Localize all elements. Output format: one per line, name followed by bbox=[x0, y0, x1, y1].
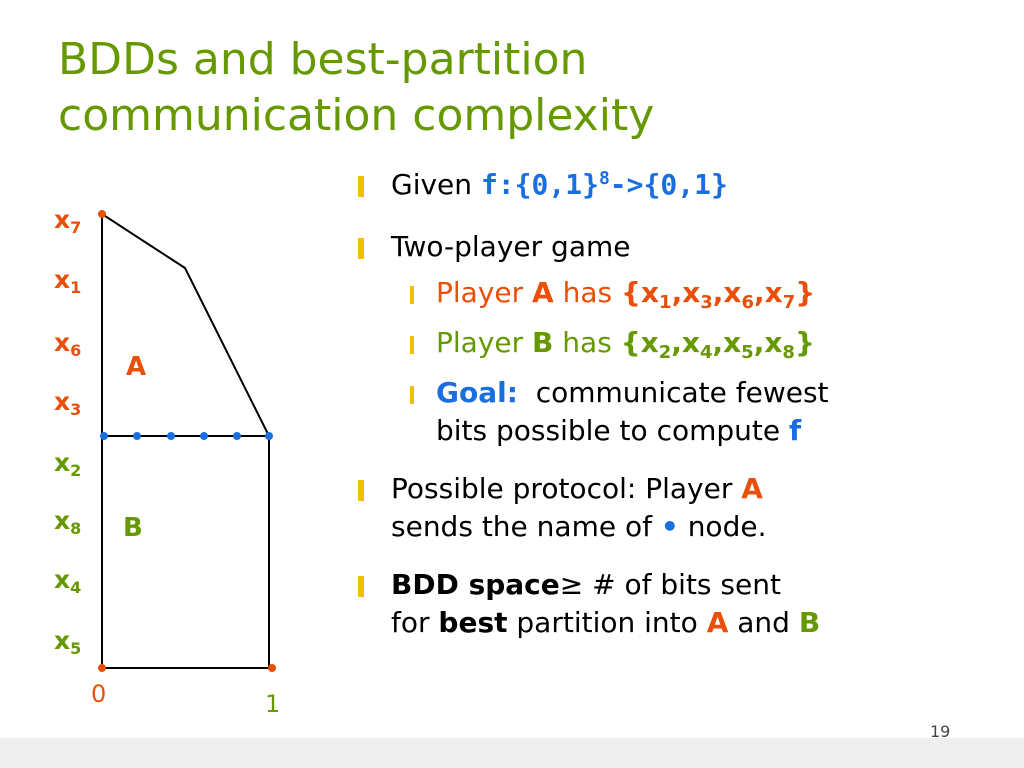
var-label: x7 bbox=[54, 205, 82, 238]
title-line-1: BDDs and best-partition bbox=[58, 34, 588, 85]
var-label: x5 bbox=[54, 626, 82, 659]
bullet-two-player: Two-player game bbox=[354, 228, 994, 266]
var-label: x3 bbox=[54, 387, 82, 420]
bullet-marker-icon bbox=[358, 480, 364, 501]
region-b-label: B bbox=[123, 513, 143, 543]
bullet-bdd-space: BDD space≥ # of bits sent for best parti… bbox=[354, 566, 994, 642]
bullet-player-a: Player A has {x1,x3,x6,x7} bbox=[354, 274, 994, 316]
partition-node bbox=[265, 432, 273, 440]
page-number: 19 bbox=[930, 722, 951, 741]
partition-node bbox=[200, 432, 208, 440]
bdd-outline-upper bbox=[101, 213, 270, 437]
bullet-marker-icon bbox=[358, 238, 364, 259]
bullet-list: Given f:{0,1}8->{0,1} Two-player game Pl… bbox=[354, 166, 994, 662]
bullet-marker-icon bbox=[358, 576, 364, 597]
bullet-marker-icon bbox=[410, 386, 414, 404]
bullet-protocol: Possible protocol: Player A sends the na… bbox=[354, 470, 994, 546]
var-label: x2 bbox=[54, 448, 82, 481]
player-b-vars: {x2,x4,x5,x8} bbox=[620, 326, 815, 363]
region-a-label: A bbox=[126, 352, 147, 382]
partition-node bbox=[233, 432, 241, 440]
bullet-marker-icon bbox=[410, 286, 414, 304]
function-signature: f:{0,1}8->{0,1} bbox=[480, 168, 728, 201]
terminal-node-0 bbox=[98, 664, 106, 672]
var-label: x8 bbox=[54, 506, 82, 539]
bullet-marker-icon bbox=[358, 176, 364, 197]
bullet-player-b: Player B has {x2,x4,x5,x8} bbox=[354, 324, 994, 366]
terminal-1-label: 1 bbox=[265, 690, 281, 718]
top-node bbox=[98, 210, 106, 218]
bullet-goal: Goal: communicate fewest bits possible t… bbox=[354, 374, 994, 450]
bullet-text: Two-player game bbox=[391, 230, 631, 263]
bdd-graph bbox=[98, 210, 276, 672]
var-label: x4 bbox=[54, 565, 82, 598]
blue-dot-icon: • bbox=[660, 510, 679, 543]
player-a-vars: {x1,x3,x6,x7} bbox=[621, 276, 816, 313]
partition-node bbox=[133, 432, 141, 440]
partition-node bbox=[167, 432, 175, 440]
title-line-2: communication complexity bbox=[58, 90, 655, 141]
bullet-given: Given f:{0,1}8->{0,1} bbox=[354, 166, 994, 208]
bullet-marker-icon bbox=[410, 336, 414, 354]
bullet-text: Given bbox=[391, 168, 473, 201]
footer-band bbox=[0, 738, 1024, 768]
bdd-diagram: x7 x1 x6 x3 x2 x8 x4 x5 A B 0 1 bbox=[0, 0, 330, 740]
terminal-node-1 bbox=[268, 664, 276, 672]
partition-node bbox=[100, 432, 108, 440]
var-label: x6 bbox=[54, 328, 82, 361]
terminal-0-label: 0 bbox=[91, 680, 107, 708]
var-label: x1 bbox=[54, 265, 82, 298]
slide-title: BDDs and best-partition communication co… bbox=[58, 32, 818, 144]
